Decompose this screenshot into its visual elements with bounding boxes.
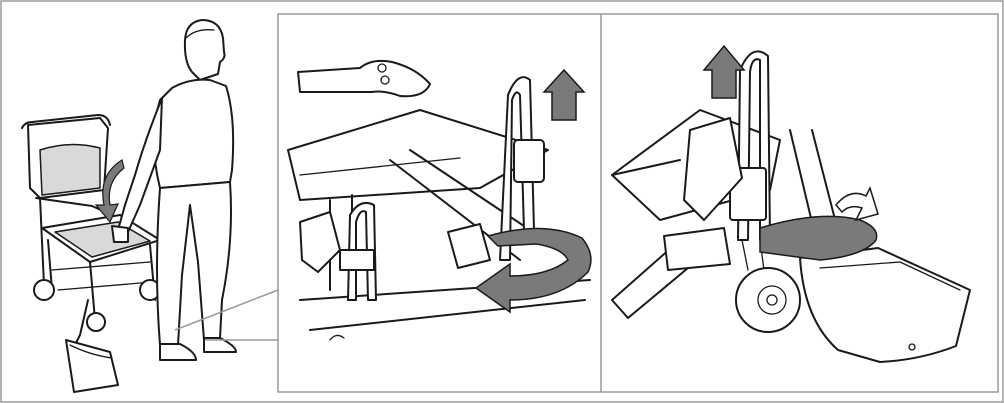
- left-loop: [347, 202, 377, 301]
- detail-left-panel: [287, 59, 592, 341]
- footrest-hanger: [74, 299, 89, 346]
- hand: [297, 59, 431, 98]
- person-arm: [117, 97, 163, 233]
- overview-panel: [21, 19, 279, 393]
- tube-joint: [663, 227, 731, 271]
- knuckle: [380, 75, 390, 85]
- bracket-right: [683, 117, 743, 221]
- rotate-arrow-icon: [835, 185, 879, 222]
- callout-lines: [174, 289, 279, 341]
- chair-legs: [39, 197, 156, 321]
- foot-cap: [329, 334, 345, 341]
- footplate-right: [799, 247, 971, 363]
- person-shoe-right: [203, 337, 237, 353]
- chair-crossbars: [51, 261, 153, 291]
- rotate-arrow-band: [759, 215, 878, 261]
- person-legs: [156, 181, 232, 346]
- detail-right-panel: [611, 44, 971, 363]
- up-arrow-icon: [542, 68, 586, 121]
- person-head: [183, 19, 226, 81]
- detail-frame: [277, 13, 999, 393]
- hanger-loop: [499, 76, 535, 261]
- wheel-rear-left: [33, 279, 55, 301]
- hanger-clamp: [513, 139, 545, 183]
- curved-down-arrow-icon: [94, 159, 125, 224]
- backrest-frame: [21, 114, 111, 129]
- left-clamp: [339, 249, 375, 271]
- knuckle: [377, 63, 387, 73]
- footplate-ridge: [819, 261, 961, 291]
- person-torso: [153, 78, 235, 189]
- shower-chair: [21, 114, 161, 393]
- footplate-screw: [908, 343, 916, 351]
- wheel-front: [86, 312, 106, 332]
- seat-edge: [299, 157, 461, 176]
- person: [111, 19, 237, 361]
- person-hand: [111, 225, 129, 243]
- caster-hub: [757, 285, 787, 315]
- bracket: [299, 211, 341, 273]
- backrest-shade: [39, 143, 101, 196]
- caster-wheel: [735, 267, 801, 333]
- person-shoe-left: [159, 343, 197, 361]
- person-hair: [185, 29, 215, 39]
- caster-axle: [766, 294, 778, 306]
- bracket-rear: [447, 223, 491, 269]
- footplate: [65, 339, 119, 393]
- up-arrow-icon: [702, 44, 746, 99]
- rotate-arrow-icon: [474, 227, 592, 314]
- footplate-edge: [69, 344, 113, 359]
- seat-edge-right: [611, 159, 681, 176]
